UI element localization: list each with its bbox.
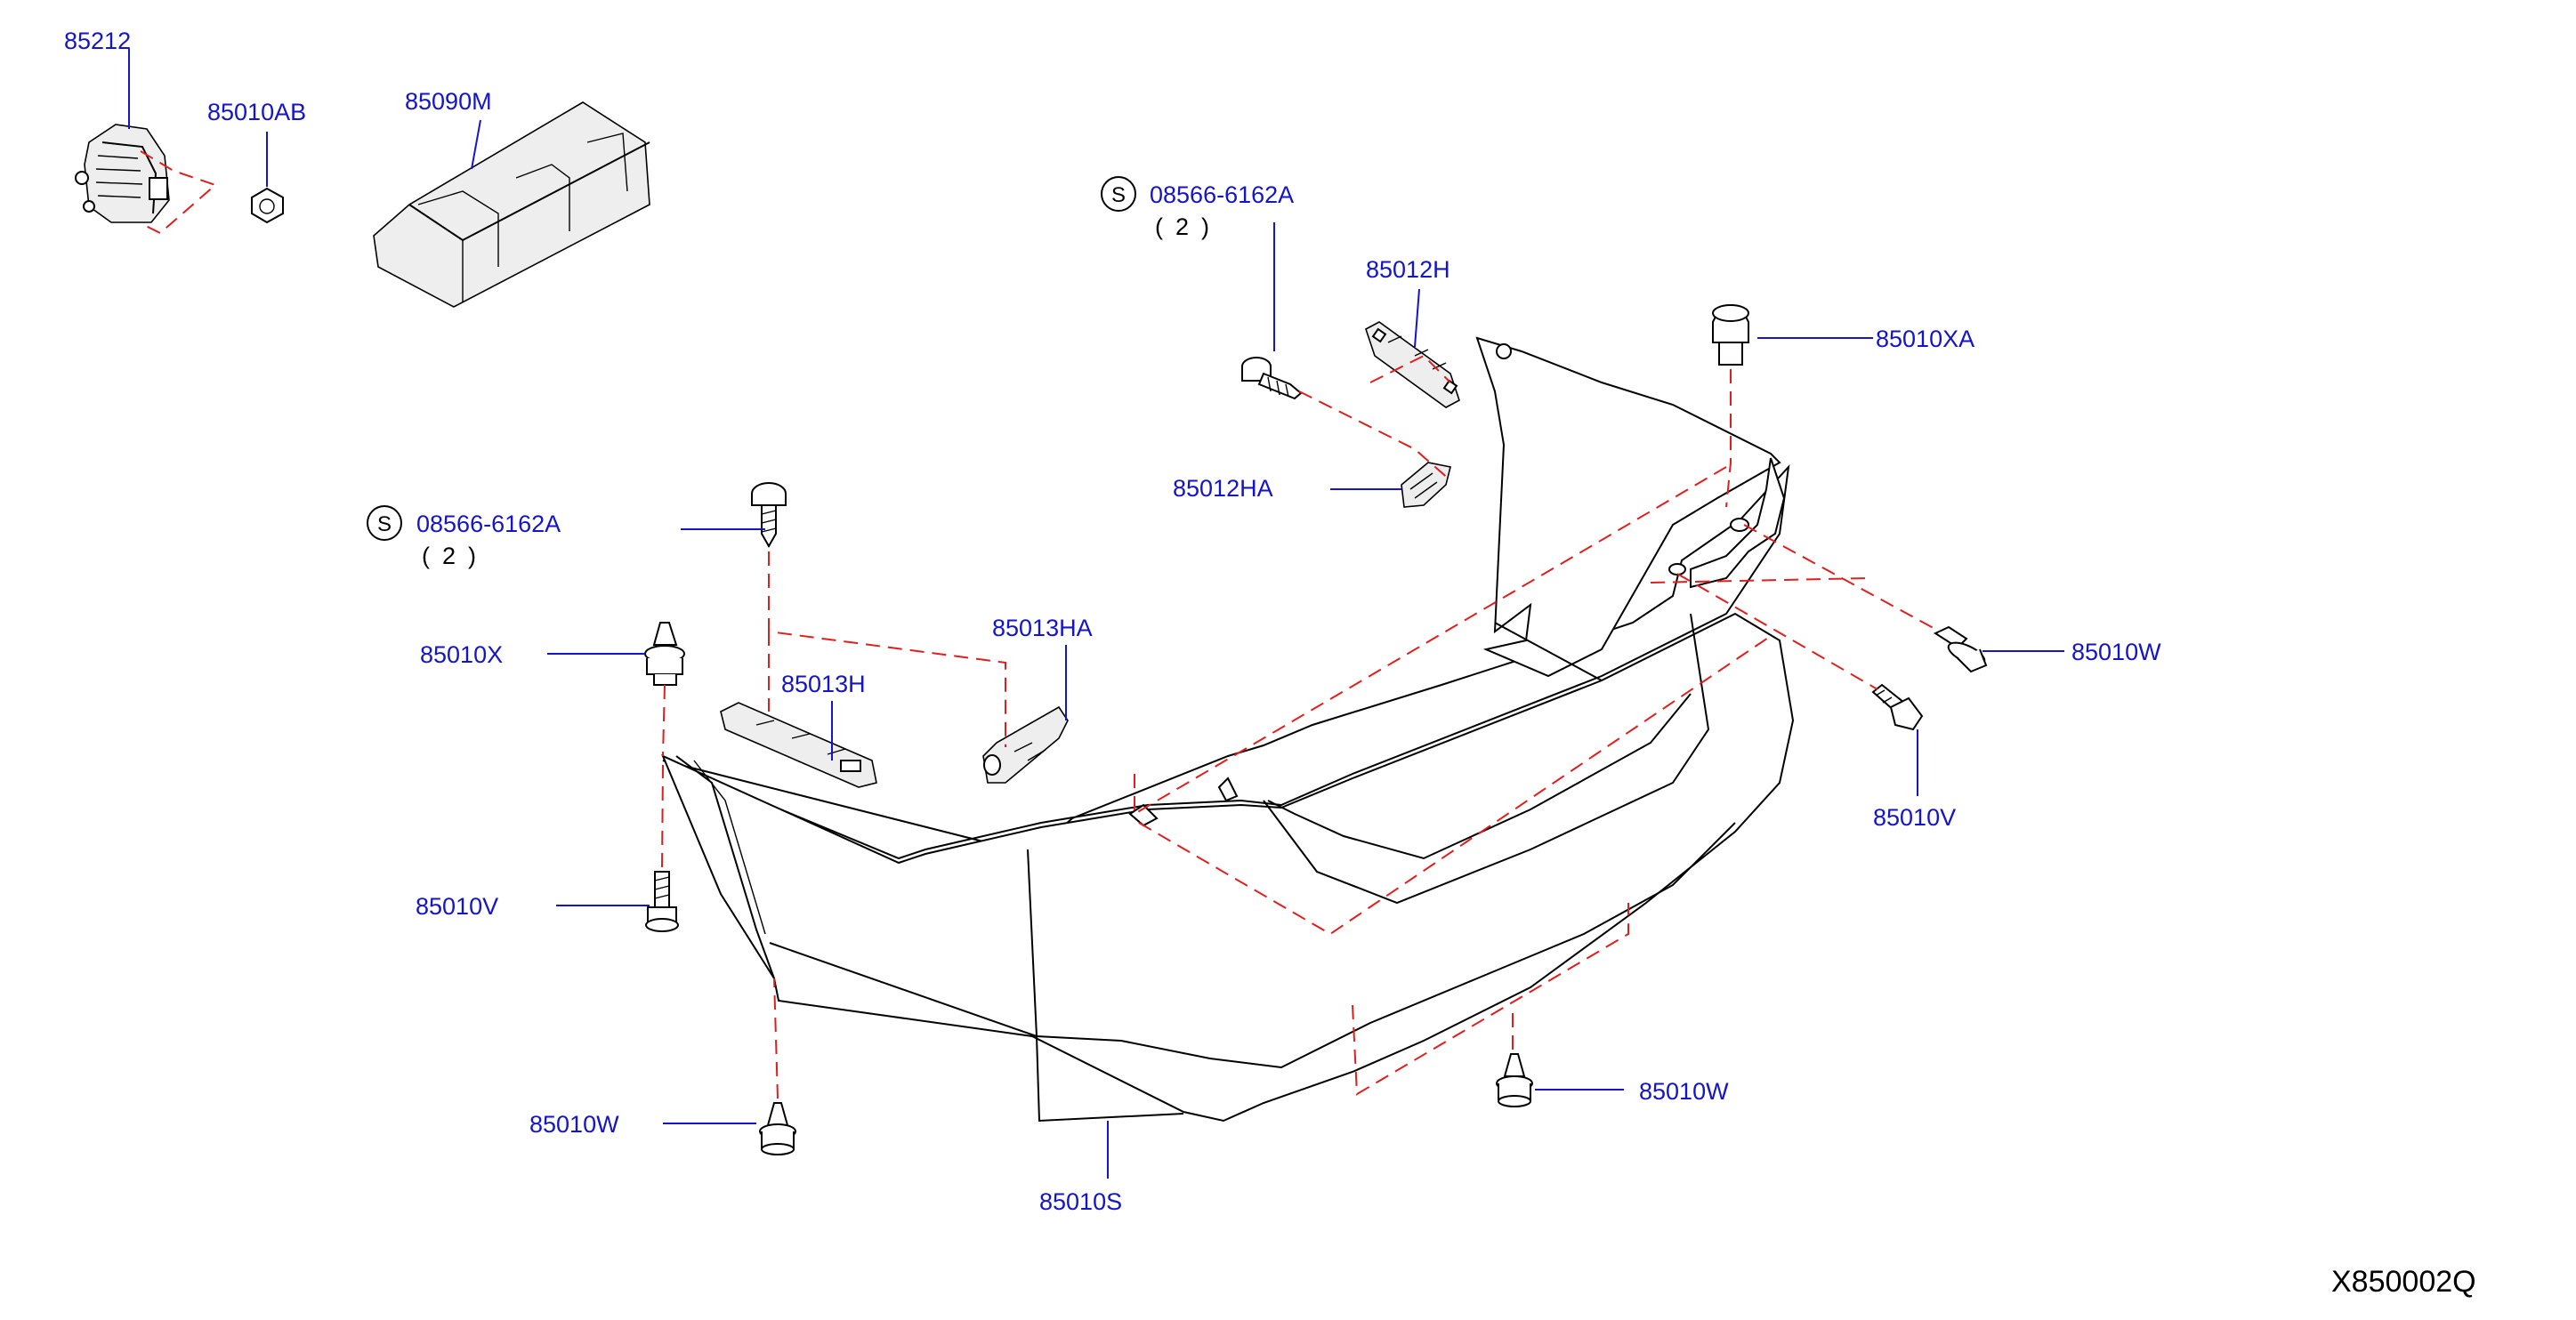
part-85013H-drawing[interactable]: [720, 702, 877, 788]
label-screw-right[interactable]: 08566-6162A: [1150, 181, 1294, 208]
part-85010W-bottom-left-drawing[interactable]: [759, 1102, 796, 1155]
diagram-id: X850002Q: [2331, 1265, 2476, 1299]
part-85012H-drawing[interactable]: [1365, 321, 1460, 408]
part-85010W-bottom-right-drawing[interactable]: [1496, 1053, 1533, 1107]
label-85010V-right[interactable]: 85010V: [1873, 804, 1956, 831]
label-85010V-left[interactable]: 85010V: [416, 893, 498, 920]
label-85010X[interactable]: 85010X: [420, 641, 503, 668]
label-85010S[interactable]: 85010S: [1039, 1188, 1122, 1215]
label-85013H[interactable]: 85013H: [781, 671, 866, 697]
screw-symbol-left: S: [367, 505, 402, 541]
part-85090M-drawing[interactable]: [373, 101, 650, 308]
label-screw-left-qty: (2): [422, 543, 489, 569]
part-85010S-bumper-drawing[interactable]: [661, 336, 1795, 1123]
part-screw-left-drawing[interactable]: [751, 482, 787, 549]
label-screw-right-qty: (2): [1155, 213, 1222, 240]
part-85010X-drawing[interactable]: [644, 622, 685, 686]
label-screw-left[interactable]: 08566-6162A: [416, 511, 561, 537]
part-85010V-right-drawing[interactable]: [1871, 683, 1924, 731]
leader-lines: [128, 49, 2064, 1179]
assembly-dashed-lines: [140, 150, 1941, 1099]
label-85013HA[interactable]: 85013HA: [992, 615, 1093, 641]
part-85212-drawing[interactable]: [75, 124, 170, 223]
label-85010W-bottom-left[interactable]: 85010W: [529, 1111, 619, 1138]
screw-symbol-left-text: S: [377, 512, 392, 536]
screw-symbol-right: S: [1101, 176, 1136, 212]
part-85010XA-drawing[interactable]: [1712, 304, 1749, 366]
part-85010V-left-drawing[interactable]: [645, 871, 679, 932]
label-85010W-bottom-right[interactable]: 85010W: [1639, 1078, 1729, 1105]
label-85010AB[interactable]: 85010AB: [207, 99, 306, 125]
label-85010W-right[interactable]: 85010W: [2071, 639, 2161, 665]
screw-symbol-right-text: S: [1111, 183, 1126, 207]
label-85012H[interactable]: 85012H: [1366, 256, 1450, 283]
part-85012HA-drawing[interactable]: [1401, 462, 1451, 508]
part-screw-right-drawing[interactable]: [1241, 357, 1303, 400]
label-85090M[interactable]: 85090M: [405, 88, 492, 115]
part-85013HA-drawing[interactable]: [982, 705, 1069, 784]
part-85010W-right-drawing[interactable]: [1933, 625, 1988, 673]
label-85012HA[interactable]: 85012HA: [1173, 475, 1273, 502]
label-85212[interactable]: 85212: [64, 28, 131, 54]
label-85010XA[interactable]: 85010XA: [1876, 326, 1974, 352]
part-85010AB-drawing[interactable]: [251, 187, 284, 224]
